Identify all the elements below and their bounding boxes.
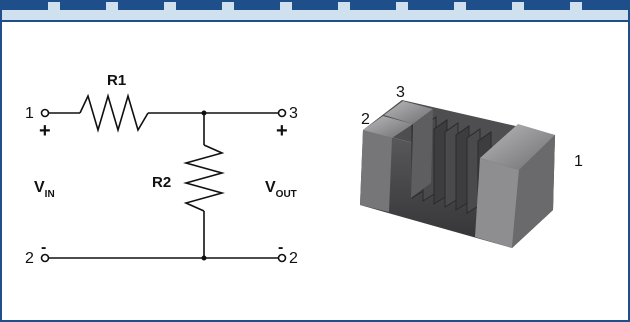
plus-in: + [39, 120, 51, 142]
resistor-r1 [79, 93, 149, 133]
schematic [40, 93, 287, 263]
label-vin-main: V [34, 179, 45, 196]
component-illustration [360, 100, 555, 248]
terminal-out [277, 108, 287, 118]
label-r1: R1 [107, 72, 126, 89]
pin-label-in: 1 [25, 105, 34, 122]
label-vin: VIN [34, 179, 55, 200]
terminal-gnd-left [40, 253, 50, 263]
cap-pin-1-top [480, 124, 555, 170]
cap-pin-2-top [363, 116, 413, 138]
label-r2: R2 [152, 174, 171, 191]
cap-pin-1-side [512, 135, 555, 248]
component-pin-2: 2 [361, 111, 370, 128]
label-vout-sub: OUT [276, 189, 297, 200]
plus-out: + [276, 120, 288, 142]
cap-pin-2-front [360, 130, 392, 212]
component-pin-3: 3 [396, 84, 405, 101]
component-pin-1: 1 [574, 153, 583, 170]
junction-bottom [201, 255, 207, 261]
pin-label-gnd-right: 2 [289, 250, 298, 267]
figure-header-bar [2, 2, 628, 22]
minus-in: - [41, 239, 46, 256]
header-stripes [2, 2, 628, 10]
minus-out: - [278, 239, 283, 256]
cap-pin-3-side [411, 109, 433, 198]
label-vout-main: V [265, 179, 276, 196]
resistor-r2 [183, 144, 225, 212]
terminal-gnd-right [277, 253, 287, 263]
pin-label-out: 3 [289, 105, 298, 122]
cap-pin-1-front [475, 158, 519, 248]
label-vout: VOUT [265, 179, 297, 200]
terminal-in [40, 108, 50, 118]
cap-pin-3-top [384, 101, 433, 124]
pin-label-gnd-left: 2 [25, 250, 34, 267]
label-vin-sub: IN [45, 189, 55, 200]
